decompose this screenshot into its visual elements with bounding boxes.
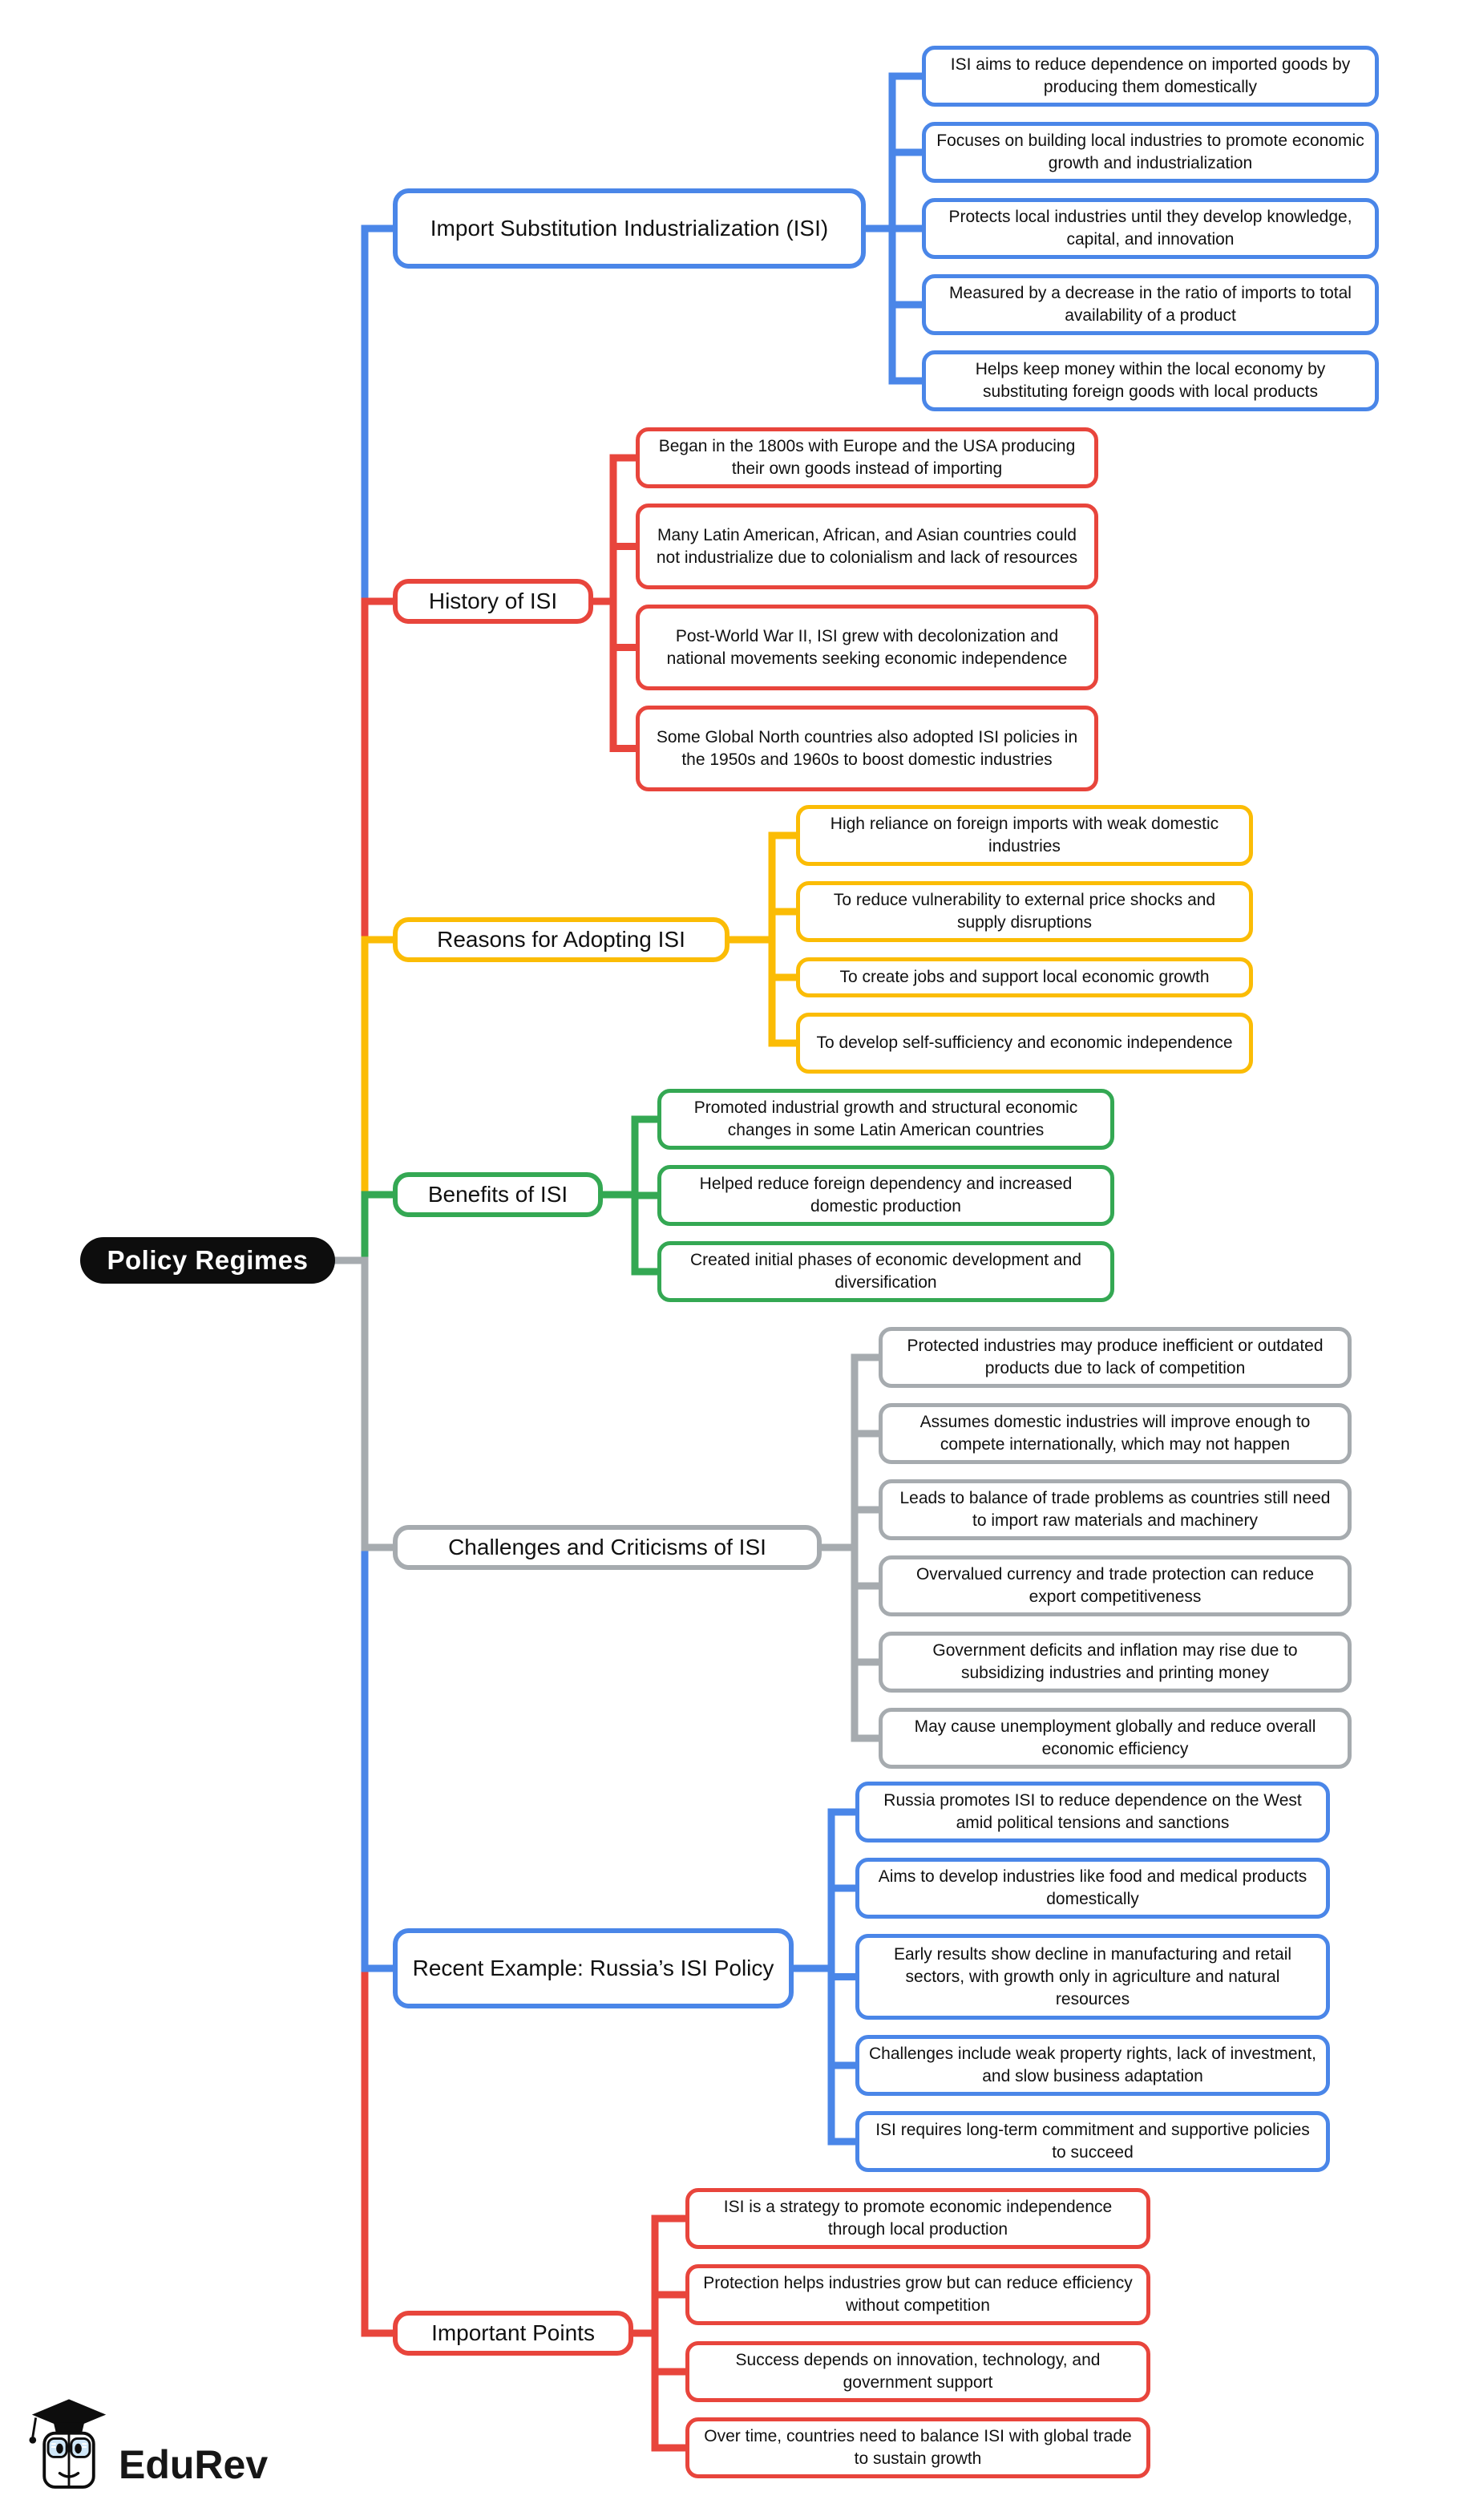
leaf-node-reasons-2: To reduce vulnerability to external pric… (796, 881, 1253, 942)
leaf-node-russia-example-5: ISI requires long-term commitment and su… (855, 2111, 1330, 2172)
leaf-node-important-points-2: Protection helps industries grow but can… (685, 2264, 1150, 2325)
leaf-node-benefits-2: Helped reduce foreign dependency and inc… (657, 1165, 1114, 1226)
leaf-node-challenges-2: Assumes domestic industries will improve… (879, 1403, 1352, 1464)
leaf-node-reasons-3: To create jobs and support local economi… (796, 957, 1253, 997)
edurev-mascot-icon (29, 2399, 107, 2489)
leaf-node-history-3: Post-World War II, ISI grew with decolon… (636, 605, 1098, 690)
edurev-wordmark: EduRev (119, 2442, 269, 2487)
branch-node-isi-overview: Import Substitution Industrialization (I… (393, 188, 866, 269)
leaf-node-challenges-3: Leads to balance of trade problems as co… (879, 1479, 1352, 1540)
branch-node-challenges: Challenges and Criticisms of ISI (393, 1525, 822, 1570)
leaf-node-challenges-6: May cause unemployment globally and redu… (879, 1708, 1352, 1769)
branch-node-important-points: Important Points (393, 2311, 633, 2356)
branch-node-russia-example: Recent Example: Russia’s ISI Policy (393, 1928, 794, 2008)
leaf-node-isi-overview-2: Focuses on building local industries to … (922, 122, 1379, 183)
leaf-node-isi-overview-4: Measured by a decrease in the ratio of i… (922, 274, 1379, 335)
leaf-node-isi-overview-3: Protects local industries until they dev… (922, 198, 1379, 259)
leaf-node-important-points-3: Success depends on innovation, technolog… (685, 2341, 1150, 2402)
branch-node-benefits: Benefits of ISI (393, 1172, 603, 1217)
leaf-node-reasons-1: High reliance on foreign imports with we… (796, 805, 1253, 866)
leaf-node-important-points-1: ISI is a strategy to promote economic in… (685, 2188, 1150, 2249)
leaf-node-challenges-4: Overvalued currency and trade protection… (879, 1555, 1352, 1616)
leaf-node-reasons-4: To develop self-sufficiency and economic… (796, 1013, 1253, 1074)
edurev-logo: EduRev (29, 2396, 268, 2497)
leaf-node-important-points-4: Over time, countries need to balance ISI… (685, 2417, 1150, 2478)
leaf-node-isi-overview-5: Helps keep money within the local econom… (922, 350, 1379, 411)
leaf-node-russia-example-3: Early results show decline in manufactur… (855, 1934, 1330, 2020)
leaf-node-history-2: Many Latin American, African, and Asian … (636, 504, 1098, 589)
leaf-node-challenges-1: Protected industries may produce ineffic… (879, 1327, 1352, 1388)
leaf-node-benefits-1: Promoted industrial growth and structura… (657, 1089, 1114, 1150)
branch-node-history: History of ISI (393, 579, 593, 624)
leaf-node-isi-overview-1: ISI aims to reduce dependence on importe… (922, 46, 1379, 107)
leaf-node-russia-example-2: Aims to develop industries like food and… (855, 1858, 1330, 1919)
leaf-node-challenges-5: Government deficits and inflation may ri… (879, 1632, 1352, 1693)
root-node: Policy Regimes (80, 1237, 335, 1284)
leaf-node-history-4: Some Global North countries also adopted… (636, 706, 1098, 791)
leaf-node-benefits-3: Created initial phases of economic devel… (657, 1241, 1114, 1302)
leaf-node-history-1: Began in the 1800s with Europe and the U… (636, 427, 1098, 488)
branch-node-reasons: Reasons for Adopting ISI (393, 917, 730, 962)
leaf-node-russia-example-1: Russia promotes ISI to reduce dependence… (855, 1782, 1330, 1842)
leaf-node-russia-example-4: Challenges include weak property rights,… (855, 2035, 1330, 2096)
